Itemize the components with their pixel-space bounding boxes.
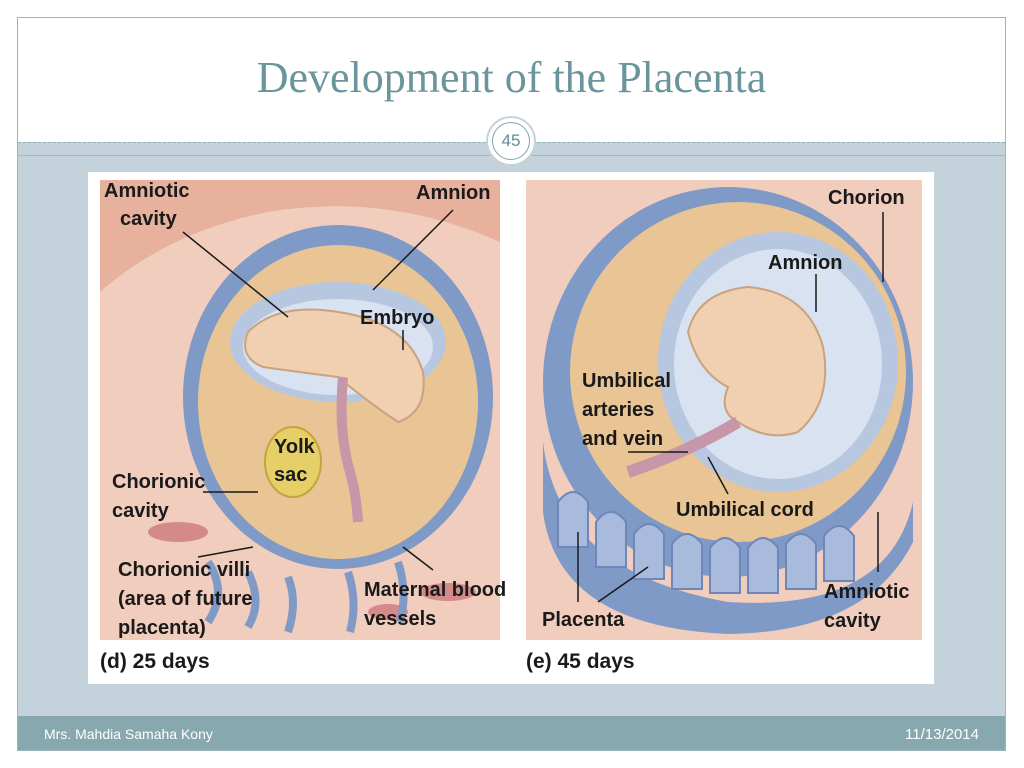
maternal-vessel-d1 (148, 522, 208, 542)
label-umbilical-e-line1: Umbilical (582, 370, 671, 392)
leader-placenta-e-2 (597, 566, 649, 603)
slide-number-badge: 45 (486, 116, 536, 166)
panel-e-45-days: Chorion Amnion Umbilical arteries and ve… (526, 180, 922, 673)
label-chorionic-cavity-d-line1: Chorionic (112, 471, 205, 493)
footer-author: Mrs. Mahdia Samaha Kony (44, 726, 213, 742)
label-placenta-e: Placenta (542, 609, 625, 631)
label-amniotic-cavity-d-line2: cavity (120, 208, 178, 230)
leader-umbilical-cord-e (707, 456, 729, 495)
label-amnion-e: Amnion (768, 252, 842, 274)
embryo-e (686, 285, 827, 437)
label-chorionic-villi-d-line3: placenta) (118, 617, 206, 639)
leader-amnion-d (372, 209, 454, 291)
label-chorionic-cavity-d-line2: cavity (112, 500, 170, 522)
label-yolk-sac-d-line2: sac (274, 464, 307, 486)
leader-maternal-vessels-d (402, 546, 434, 571)
label-yolk-sac-d-line1: Yolk (274, 436, 316, 458)
slide-number: 45 (492, 122, 530, 160)
placenta-base-e (543, 442, 913, 634)
placenta-figure: Amniotic cavity Amnion Embryo Yolk sac C… (88, 172, 934, 684)
panel-d-25-days: Amniotic cavity Amnion Embryo Yolk sac C… (100, 180, 506, 673)
placenta-cotyledons-e (557, 491, 855, 594)
leader-amniotic-cavity-d (182, 231, 289, 318)
embryo-d (244, 308, 425, 424)
label-embryo-d: Embryo (360, 307, 434, 329)
connecting-stalk-d (336, 376, 363, 523)
caption-d: (d) 25 days (100, 650, 210, 673)
placenta-diagram: Amniotic cavity Amnion Embryo Yolk sac C… (100, 180, 922, 673)
chorionic-villi-d (204, 559, 408, 634)
footer-date: 11/13/2014 (905, 726, 979, 743)
label-umbilical-cord-e: Umbilical cord (676, 499, 814, 521)
label-amniotic-cavity-e-line1: Amniotic (824, 581, 910, 603)
label-maternal-vessels-d-line1: Maternal blood (364, 579, 506, 601)
slide-footer: Mrs. Mahdia Samaha Kony 11/13/2014 (18, 716, 1005, 750)
slide-title: Development of the Placenta (256, 53, 767, 102)
umbilical-cord-e (626, 416, 742, 478)
yolk-sac-d (264, 426, 322, 498)
label-chorionic-villi-d-line1: Chorionic villi (118, 559, 250, 581)
caption-e: (e) 45 days (526, 650, 635, 673)
label-amniotic-cavity-d-line1: Amniotic (104, 180, 190, 202)
label-chorion-e: Chorion (828, 187, 905, 209)
uterine-wall-d (100, 180, 500, 292)
label-umbilical-e-line3: and vein (582, 428, 663, 450)
label-amnion-d: Amnion (416, 182, 490, 204)
label-umbilical-e-line2: arteries (582, 399, 654, 421)
label-chorionic-villi-d-line2: (area of future (118, 588, 252, 610)
leader-chorionic-villi-d (197, 546, 254, 558)
label-amniotic-cavity-e-line2: cavity (824, 610, 882, 632)
maternal-vessel-d2 (420, 583, 476, 601)
label-maternal-vessels-d-line2: vessels (364, 608, 436, 630)
